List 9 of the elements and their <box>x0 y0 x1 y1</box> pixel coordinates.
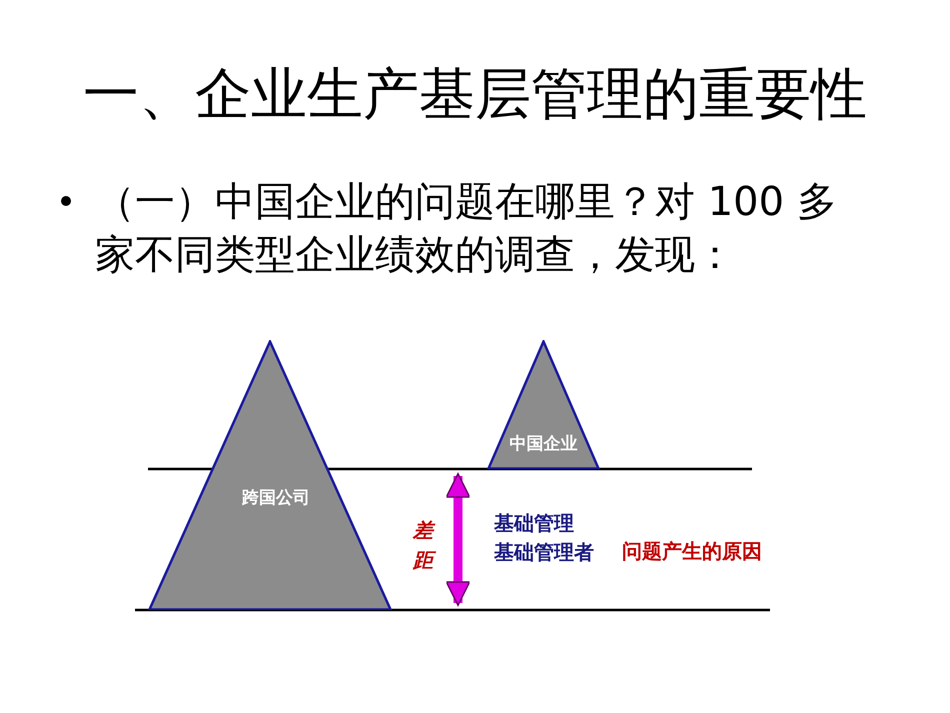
bullet-text: （一）中国企业的问题在哪里？对 100 多家不同类型企业绩效的调查，发现： <box>95 178 838 280</box>
annotation-text: 基础管理者 <box>494 539 594 566</box>
node-label: 跨国公司 <box>242 487 310 509</box>
triangle-shape <box>148 340 392 610</box>
slide-title: 一、企业生产基层管理的重要性 <box>82 61 868 129</box>
cause-note: 问题产生的原因 <box>622 538 762 565</box>
annotation-text: 基础管理 <box>494 510 574 537</box>
node-label: 中国企业 <box>510 433 578 455</box>
triangle-shape <box>487 340 600 469</box>
